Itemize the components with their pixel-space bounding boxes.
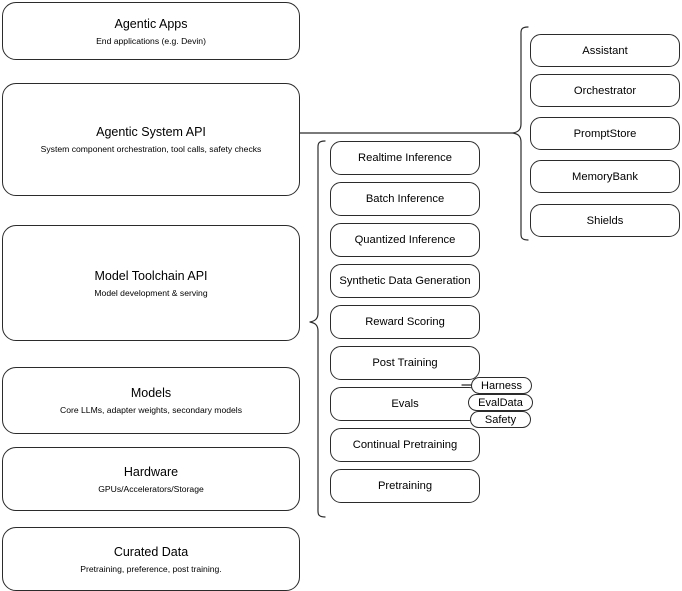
toolchain-node-continual-pretraining[interactable]: Continual Pretraining xyxy=(330,428,480,462)
node-label: Batch Inference xyxy=(365,193,445,205)
layer-model-toolchain-api[interactable]: Model Toolchain API Model development & … xyxy=(2,225,300,341)
toolchain-node-quantized-inference[interactable]: Quantized Inference xyxy=(330,223,480,257)
toolchain-node-reward-scoring[interactable]: Reward Scoring xyxy=(330,305,480,339)
evals-subcomponent-harness[interactable]: Harness xyxy=(471,377,532,394)
layer-agentic-apps[interactable]: Agentic Apps End applications (e.g. Devi… xyxy=(2,2,300,60)
layer-models[interactable]: Models Core LLMs, adapter weights, secon… xyxy=(2,367,300,434)
node-label: Synthetic Data Generation xyxy=(339,275,471,287)
layer-title: Curated Data xyxy=(113,544,189,559)
pill-label: Harness xyxy=(481,379,522,392)
layer-title: Agentic System API xyxy=(96,125,206,139)
toolchain-node-synthetic-data-generation[interactable]: Synthetic Data Generation xyxy=(330,264,480,298)
toolchain-node-pretraining[interactable]: Pretraining xyxy=(330,469,480,503)
layer-agentic-system-api[interactable]: Agentic System API System component orch… xyxy=(2,83,300,196)
node-label: Evals xyxy=(391,398,419,410)
node-label: Orchestrator xyxy=(573,84,637,97)
node-label: Realtime Inference xyxy=(358,152,452,164)
layer-curated-data[interactable]: Curated Data Pretraining, preference, po… xyxy=(2,527,300,591)
node-label: Reward Scoring xyxy=(365,316,445,328)
evals-subcomponent-safety[interactable]: Safety xyxy=(470,411,531,428)
layer-title: Agentic Apps xyxy=(114,16,188,31)
toolchain-components-brace xyxy=(309,140,326,518)
layer-title: Model Toolchain API xyxy=(94,268,208,283)
node-label: Shields xyxy=(586,214,624,227)
layer-subtitle: System component orchestration, tool cal… xyxy=(40,144,262,154)
system-components-brace xyxy=(512,26,529,241)
layer-title: Models xyxy=(130,386,172,400)
layer-title: Hardware xyxy=(123,464,179,479)
toolchain-node-post-training[interactable]: Post Training xyxy=(330,346,480,380)
evals-subcomponent-evaldata[interactable]: EvalData xyxy=(468,394,533,411)
node-label: Pretraining xyxy=(377,480,433,492)
node-label: PromptStore xyxy=(573,127,637,140)
system-node-memorybank[interactable]: MemoryBank xyxy=(530,160,680,193)
node-label: Post Training xyxy=(372,357,438,369)
layer-hardware[interactable]: Hardware GPUs/Accelerators/Storage xyxy=(2,447,300,511)
node-label: Assistant xyxy=(582,44,628,57)
system-node-orchestrator[interactable]: Orchestrator xyxy=(530,74,680,107)
node-label: Continual Pretraining xyxy=(352,439,458,451)
pill-label: Safety xyxy=(484,413,517,426)
layer-subtitle: Core LLMs, adapter weights, secondary mo… xyxy=(60,405,242,415)
layer-subtitle: GPUs/Accelerators/Storage xyxy=(98,483,204,494)
system-node-promptstore[interactable]: PromptStore xyxy=(530,117,680,150)
system-node-shields[interactable]: Shields xyxy=(530,204,680,237)
layer-subtitle: Model development & serving xyxy=(94,287,208,298)
toolchain-node-batch-inference[interactable]: Batch Inference xyxy=(330,182,480,216)
toolchain-node-realtime-inference[interactable]: Realtime Inference xyxy=(330,141,480,175)
layer-subtitle: Pretraining, preference, post training. xyxy=(80,563,222,574)
system-node-assistant[interactable]: Assistant xyxy=(530,34,680,67)
pill-label: EvalData xyxy=(478,396,523,409)
layer-subtitle: End applications (e.g. Devin) xyxy=(96,35,206,46)
toolchain-node-evals[interactable]: Evals xyxy=(330,387,480,421)
node-label: Quantized Inference xyxy=(354,234,456,246)
node-label: MemoryBank xyxy=(572,170,638,183)
